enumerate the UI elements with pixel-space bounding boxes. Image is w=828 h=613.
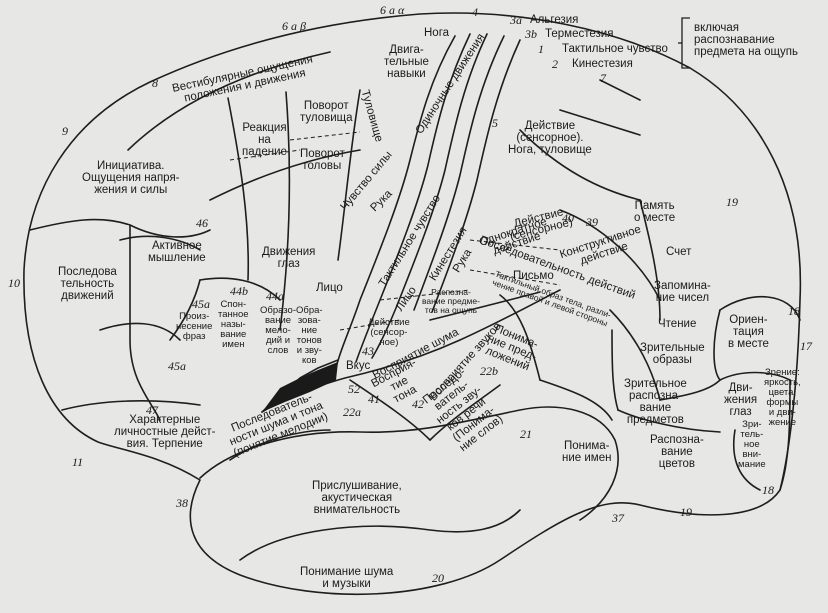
label-povorot-golovy: Поворот головы: [300, 148, 345, 172]
label-raspoznavanie-cvetov: Распозна- вание цветов: [650, 434, 704, 470]
label-noga-top: Нога: [424, 27, 450, 39]
label-zrenie: Зрение: яркость, цвета, формы и дви- жен…: [764, 367, 801, 428]
legend-taktilnoe: Тактильное чувство: [562, 43, 668, 55]
label-ponimanie-shuma: Понимание шума и музыки: [300, 566, 394, 590]
label-povorot-tulovishcha: Поворот туловища: [300, 100, 353, 124]
area-20: 20: [432, 571, 444, 585]
area-42: 42: [412, 397, 424, 411]
area-6ab: 6 a β: [282, 19, 306, 33]
area-52: 52: [348, 382, 360, 396]
label-prislushivanie: Прислушивание, акустическая внимательнос…: [312, 480, 402, 516]
label-vkus: Вкус: [346, 360, 371, 372]
area-5: 5: [492, 116, 498, 130]
area-8: 8: [152, 76, 158, 90]
area-45a: 45a: [192, 297, 210, 311]
area-11: 11: [72, 455, 84, 469]
area-37: 37: [612, 511, 624, 525]
label-dvizheniya-glaz: Движения глаз: [262, 246, 316, 270]
label-proiznesenie: Произ- несение фраз: [176, 311, 213, 342]
label-reakciya: Реакция на падение: [242, 122, 287, 158]
label-harakternye: Характерные личностные дейст- вия. Терпе…: [114, 414, 216, 450]
area-38: 38: [176, 496, 188, 510]
label-dvigatelnye-navyki: Двига- тельные навыки: [384, 44, 429, 80]
label-iniciativa: Инициатива. Ощущения напря- жения и силы: [82, 160, 180, 196]
area-17: 17: [800, 339, 812, 353]
legend-brace-text: включая распознавание предмета на ощупь: [694, 22, 799, 58]
label-zapominanie-chisel: Запомина- ние чисел: [654, 280, 711, 304]
label-pamyat-o-meste: Память о месте: [634, 200, 676, 224]
label-obrazovanie-melodiy: Образо- вание мело- дий и слов: [260, 305, 296, 356]
area-19-bottom: 19: [680, 505, 692, 519]
area-4: 4: [472, 5, 478, 19]
legend-algeziya: Альгезия: [530, 14, 579, 26]
label-raspoznavanie-oshchup: Распозна- вание предме- тов на ощупь: [422, 287, 480, 315]
area-21: 21: [520, 427, 532, 441]
insula-shading: [262, 362, 338, 412]
legend-kinesteziya: Кинестезия: [572, 58, 633, 70]
label-obrazovanie-tonov: Обра- зова- ние тонов и зву- ков: [296, 305, 323, 366]
label-pismo: Письмо: [513, 270, 554, 282]
label-lico-motor: Лицо: [316, 282, 343, 294]
area-3b: 3b: [525, 27, 537, 41]
label-dvizheniya-glaz2: Дви- жения глаз: [724, 382, 758, 418]
area-47: 47: [146, 403, 158, 417]
label-schet: Счет: [666, 246, 692, 258]
area-9: 9: [62, 124, 68, 138]
area-10: 10: [8, 276, 20, 290]
area-3a: 3a: [510, 13, 522, 27]
area-1: 1: [538, 42, 544, 56]
area-46: 46: [196, 216, 208, 230]
legend-termesteziya: Терместезия: [545, 28, 614, 40]
label-spontannoe: Спон- танное назы- вание имен: [218, 299, 249, 350]
label-deystvie-sensornoe3: Действие (сенсор- ное): [368, 317, 410, 348]
area-2: 2: [552, 57, 558, 71]
area-19-top: 19: [726, 195, 738, 209]
label-orientaciya: Ориен- тация в месте: [728, 314, 769, 350]
area-39: 39: [586, 215, 598, 229]
area-44a: 44a: [266, 289, 284, 303]
label-aktivnoe-myshlenie: Активное мышление: [148, 240, 206, 264]
area-44b: 44b: [230, 284, 248, 298]
area-7: 7: [600, 71, 606, 85]
label-deystvie-sensornoe: Действие (сенсорное). Нога, туловище: [508, 120, 592, 156]
area-18-bottom: 18: [762, 483, 774, 497]
area-41: 41: [368, 392, 380, 406]
area-22b: 22b: [480, 364, 498, 378]
area-6aa: 6 a α: [380, 3, 405, 17]
label-zritelnoe-vnimanie: Зри- тель- ное вни- мание: [738, 419, 766, 470]
area-22a: 22a: [343, 405, 361, 419]
label-zritelnye-obrazy: Зрительные образы: [640, 342, 705, 366]
area-45a-lower: 45a: [168, 359, 186, 373]
label-posledovatelnost-dvizheniy: Последова тельность движений: [58, 266, 117, 302]
label-ponimanie-imen: Понима- ние имен: [562, 440, 612, 464]
label-zritelnoe-raspoznavanie: Зрительное распозна- вание предметов: [624, 378, 687, 426]
area-43: 43: [362, 344, 374, 358]
label-chtenie: Чтение: [658, 318, 697, 330]
area-18-top: 18: [788, 304, 800, 318]
area-40: 40: [562, 211, 574, 225]
